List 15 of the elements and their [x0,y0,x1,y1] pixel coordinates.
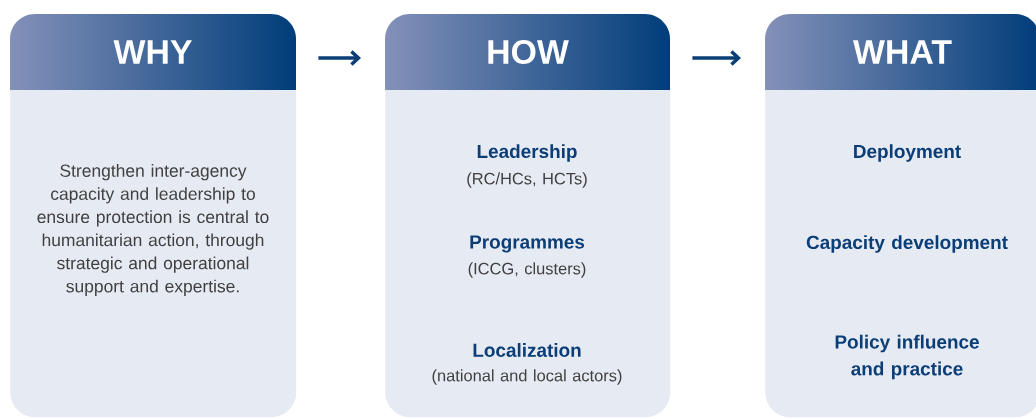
item-heading: Leadership [477,144,577,162]
item-heading: Programmes [470,235,585,253]
arrow [692,50,741,66]
header-title: HOW [488,40,569,64]
header-title: WHY [113,40,192,64]
item-note: (national and local actors) [432,369,622,385]
item-heading: Localization [473,343,581,357]
item-heading: Capacity development [806,235,1008,253]
item-heading: Deployment [854,144,961,162]
item-heading: Policy influence and practice [835,334,979,380]
header-title: WHAT [853,40,952,64]
description-text: Strengthen inter-agency capacity and leadership to ensure protection is central to humanitarian action, through strategic and operational support and expertise. [37,164,269,296]
item-note: (RC/HCs, HCTs) [467,172,587,188]
arrow [318,50,361,66]
item-note: (ICCG, clusters) [468,262,586,278]
